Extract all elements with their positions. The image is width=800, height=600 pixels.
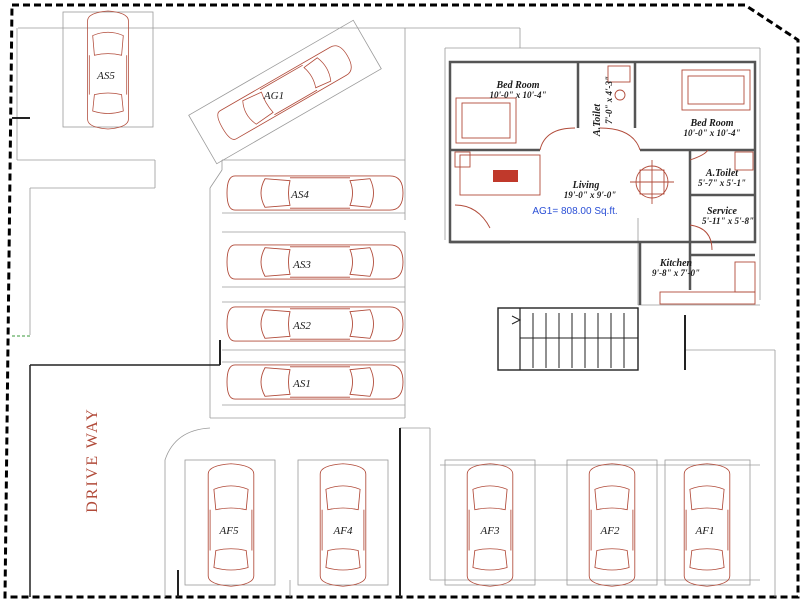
area-note: AG1= 808.00 Sq.ft. — [532, 206, 617, 217]
site-outlines — [16, 27, 776, 597]
parking-bay-af3 — [444, 459, 536, 586]
parking-bay-af4 — [297, 459, 389, 586]
parking-label-as1: AS1 — [292, 378, 311, 390]
bed-room-1-dim: 10'-0" x 10'-4" — [490, 90, 547, 100]
parking-bay-af1 — [664, 459, 751, 586]
service-label: Service — [707, 206, 738, 217]
car-as4 — [226, 175, 404, 211]
toilet-2-dim: 5'-7" x 5'-1" — [698, 178, 746, 188]
toilet-1-label: A.Toilet — [592, 103, 603, 137]
parking-bay-ag1 — [188, 19, 382, 165]
staircase — [497, 307, 639, 371]
kitchen-dim: 9'-8" x 7'-0" — [652, 268, 700, 278]
bed-room-2-label: Bed Room — [689, 118, 733, 129]
parking-label-af3: AF3 — [480, 525, 500, 537]
living-dim: 19'-0" x 9'-0" — [564, 190, 617, 200]
site-boundary — [3, 3, 800, 599]
drive-way-label: DRIVE WAY — [84, 407, 101, 513]
parking-bay-af2 — [566, 459, 658, 586]
parking-bay-as5 — [62, 11, 154, 128]
apartment-unit — [448, 60, 757, 305]
parking-label-as4: AS4 — [290, 189, 309, 201]
service-dim: 5'-11" x 5'-8" — [702, 216, 754, 226]
car-as3 — [226, 244, 404, 280]
bold-walls — [12, 117, 686, 597]
parking-label-as2: AS2 — [292, 320, 311, 332]
parking-label-af4: AF4 — [333, 525, 353, 537]
toilet-1-dim: 7'-0" x 4'-3" — [604, 76, 614, 124]
toilet-2-label: A.Toilet — [705, 168, 739, 179]
parking-label-af5: AF5 — [219, 525, 239, 537]
car-as2 — [226, 306, 404, 342]
living-label: Living — [572, 180, 600, 191]
car-as1 — [226, 364, 404, 400]
parking-label-ag1: AG1 — [263, 90, 284, 102]
parking-label-as3: AS3 — [292, 259, 311, 271]
bed-room-1-label: Bed Room — [495, 80, 539, 91]
parking-label-af1: AF1 — [695, 525, 715, 537]
parking-label-as5: AS5 — [96, 70, 115, 82]
parking-bay-af5 — [184, 459, 276, 586]
kitchen-label: Kitchen — [659, 258, 693, 269]
parking-label-af2: AF2 — [600, 525, 620, 537]
bed-room-2-dim: 10'-0" x 10'-4" — [684, 128, 741, 138]
